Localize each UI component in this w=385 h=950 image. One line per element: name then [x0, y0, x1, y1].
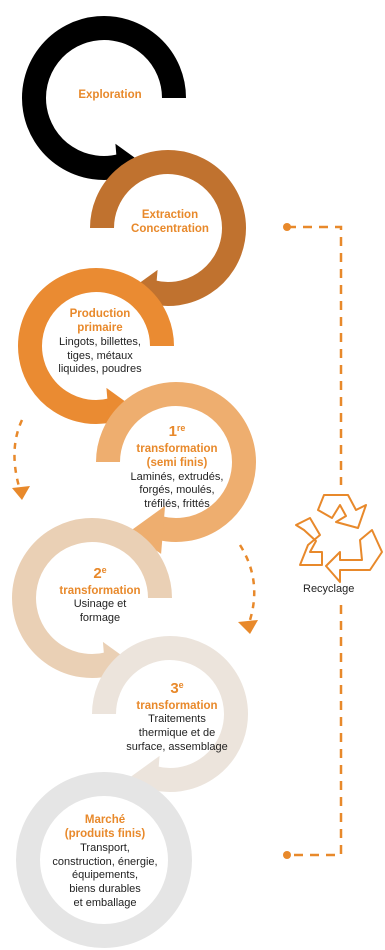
- dashed-arrow-right: [238, 544, 256, 621]
- stage-marche: Marché (produits finis) Transport, const…: [30, 813, 180, 911]
- recycle-icon: [295, 494, 383, 583]
- ring-2e-transformation: [12, 518, 172, 678]
- stage-1re-desc-1: Laminés, extrudés,: [130, 470, 224, 483]
- stage-3e-desc-2: thermique et de: [138, 726, 216, 739]
- stage-3e-suffix: e: [178, 680, 184, 691]
- stage-1re-title-1: transformation: [136, 442, 218, 455]
- stage-marche-desc-3: équipements,: [71, 869, 139, 882]
- stage-2e-desc-2: formage: [79, 611, 121, 624]
- stage-1re-title-2: (semi finis): [146, 457, 208, 470]
- ring-3e-transformation: [92, 636, 248, 792]
- stage-marche-desc-5: et emballage: [73, 896, 137, 909]
- stage-2e-number: 2: [93, 565, 102, 582]
- stage-2e-title-1: transformation: [59, 584, 141, 597]
- dashed-arrow-left: [13, 419, 24, 491]
- ring-production: [18, 268, 174, 424]
- stage-2e-desc-1: Usinage et: [73, 598, 127, 611]
- stage-1re-heading: 1re: [112, 423, 242, 442]
- stage-production-primaire: Production primaire Lingots, billettes, …: [40, 307, 160, 377]
- stage-2e-heading: 2e: [40, 565, 160, 584]
- stage-exploration-title: Exploration: [78, 89, 142, 101]
- stage-production-title-2: primaire: [77, 322, 123, 335]
- stage-marche-title-1: Marché: [84, 814, 126, 826]
- stage-2e-transformation: 2e transformation Usinage et formage: [40, 565, 160, 626]
- stage-production-desc-1: Lingots, billettes,: [59, 335, 141, 348]
- stage-extraction-title-2: Concentration: [131, 223, 209, 236]
- ring-exploration: [22, 16, 186, 180]
- stage-1re-transformation: 1re transformation (semi finis) Laminés,…: [112, 423, 242, 512]
- stage-production-desc-3: liquides, poudres: [58, 363, 142, 376]
- stage-extraction-title-1: Extraction: [141, 209, 199, 221]
- stage-marche-desc-2: construction, énergie,: [52, 855, 158, 868]
- stage-production-title-1: Production: [69, 308, 131, 320]
- stage-3e-desc-1: Traitements: [148, 713, 206, 726]
- stage-marche-desc-4: biens durables: [69, 883, 141, 895]
- stage-1re-number: 1: [168, 423, 177, 440]
- stage-marche-title-2: (produits finis): [64, 828, 146, 841]
- dashed-arrowhead-left: [12, 486, 30, 500]
- recycling-bracket-dot-top: [283, 223, 291, 231]
- stage-extraction: Extraction Concentration: [115, 208, 225, 237]
- stage-3e-transformation: 3e transformation Traitements thermique …: [112, 680, 242, 754]
- ring-1re-transformation: [96, 382, 256, 542]
- stage-3e-heading: 3e: [112, 680, 242, 699]
- stage-3e-desc-3: surface, assemblage: [126, 740, 228, 753]
- stage-1re-desc-2: forgés, moulés,: [139, 484, 215, 497]
- stage-exploration: Exploration: [55, 88, 165, 102]
- stage-3e-number: 3: [170, 680, 179, 697]
- ring-extraction: [90, 150, 246, 306]
- recycling-label: Recyclage: [303, 583, 355, 595]
- stage-production-desc-2: tiges, métaux: [67, 349, 133, 362]
- stage-marche-desc-1: Transport,: [80, 841, 130, 854]
- ring-1re-transformation-arrowhead: [129, 505, 166, 554]
- stage-1re-desc-3: tréfilés, frittés: [144, 498, 210, 510]
- recycling-bracket-dot-bottom: [283, 851, 291, 859]
- stage-1re-suffix: re: [176, 423, 186, 434]
- ring-marche: [16, 772, 193, 948]
- dashed-arrowhead-right: [238, 620, 258, 634]
- stage-3e-title-1: transformation: [136, 699, 218, 712]
- stage-2e-suffix: e: [101, 565, 107, 576]
